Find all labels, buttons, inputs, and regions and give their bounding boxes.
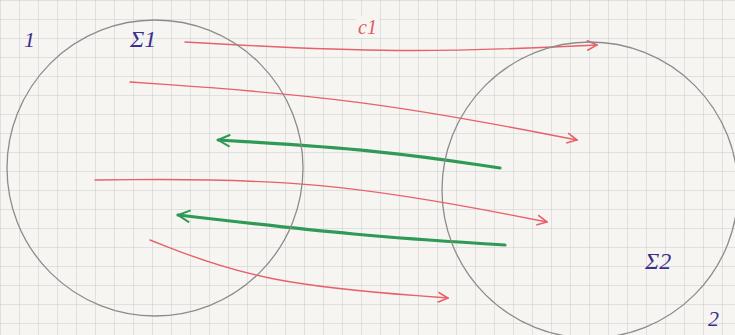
region-number: 1 xyxy=(24,28,35,52)
flow-arrow xyxy=(218,140,500,168)
flow-arrow xyxy=(150,240,448,298)
flow-arrow xyxy=(95,179,547,222)
region-circle: Σ2 2 xyxy=(440,40,735,335)
circle-outline xyxy=(442,42,735,335)
circle-outline xyxy=(440,40,735,335)
flow-arrow xyxy=(178,215,505,245)
circle-outline xyxy=(5,18,305,318)
circle-outline xyxy=(7,20,303,316)
region-circle: 1 Σ1 xyxy=(5,18,305,318)
flow-arrow xyxy=(130,82,577,140)
surface-label: Σ1 xyxy=(130,26,156,52)
region-number: 2 xyxy=(708,307,719,331)
flow-arrow xyxy=(185,42,597,51)
flow-label: c1 xyxy=(356,16,379,38)
surface-label: Σ2 xyxy=(645,248,671,274)
